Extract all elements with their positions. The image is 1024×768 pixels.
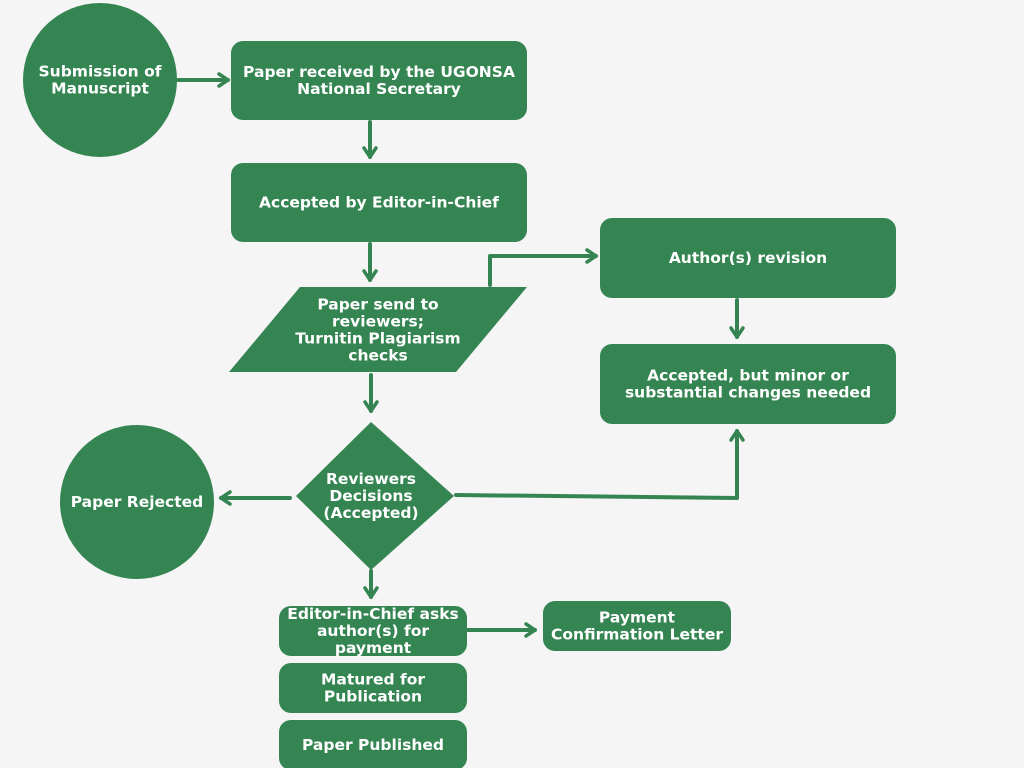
node-author-revision-label: Author(s) revision bbox=[669, 249, 827, 267]
node-rejected: Paper Rejected bbox=[60, 425, 214, 579]
node-payment-letter-label: Payment bbox=[599, 609, 676, 627]
node-published-label: Paper Published bbox=[302, 736, 444, 754]
node-submission-shape bbox=[23, 3, 177, 157]
node-author-revision-shape bbox=[600, 218, 896, 298]
node-received-shape bbox=[231, 41, 527, 120]
node-rejected-label: Paper Rejected bbox=[71, 493, 204, 511]
node-payment-request-label: Editor-in-Chief asks bbox=[287, 605, 459, 623]
node-decisions-label: (Accepted) bbox=[323, 504, 418, 522]
node-payment-request-shape bbox=[279, 606, 467, 656]
node-minor-changes-label: Accepted, but minor or bbox=[647, 367, 849, 385]
node-payment-request-label: author(s) for bbox=[317, 622, 429, 640]
arrow-send-reviewers-to-author-revision bbox=[488, 248, 598, 287]
node-decisions-shape bbox=[296, 422, 454, 570]
node-send-reviewers-shape bbox=[229, 287, 527, 372]
connectors bbox=[176, 72, 745, 638]
node-send-reviewers-label: Turnitin Plagiarism bbox=[295, 330, 460, 348]
node-published-shape bbox=[279, 720, 467, 768]
node-received-label: National Secretary bbox=[297, 80, 461, 98]
node-rejected-shape bbox=[60, 425, 214, 579]
node-author-revision: Author(s) revision bbox=[600, 218, 896, 298]
node-matured-label: Matured for bbox=[321, 671, 425, 689]
node-payment-letter-shape bbox=[543, 601, 731, 651]
node-submission-label: Submission of bbox=[39, 63, 162, 81]
node-decisions-label: Reviewers bbox=[326, 470, 416, 488]
node-submission-label: Manuscript bbox=[51, 80, 149, 98]
node-decisions-label: Decisions bbox=[329, 487, 412, 505]
node-accepted-editor: Accepted by Editor-in-Chief bbox=[231, 163, 527, 242]
node-minor-changes-shape bbox=[600, 344, 896, 424]
arrow-decisions-to-minor-changes bbox=[454, 429, 745, 500]
node-send-reviewers-label: reviewers; bbox=[332, 313, 424, 331]
node-minor-changes-label: substantial changes needed bbox=[625, 384, 871, 402]
node-matured-label: Publication bbox=[324, 688, 422, 706]
node-accepted-editor-label: Accepted by Editor-in-Chief bbox=[259, 194, 499, 212]
node-send-reviewers-label: Paper send to bbox=[317, 296, 438, 314]
node-published: Paper Published bbox=[279, 720, 467, 768]
node-received-label: Paper received by the UGONSA bbox=[243, 63, 515, 81]
node-send-reviewers-label: checks bbox=[348, 347, 407, 365]
node-payment-letter-label: Confirmation Letter bbox=[551, 626, 723, 644]
node-accepted-editor-shape bbox=[231, 163, 527, 242]
node-matured-shape bbox=[279, 663, 467, 713]
node-payment-request-label: payment bbox=[335, 639, 412, 657]
